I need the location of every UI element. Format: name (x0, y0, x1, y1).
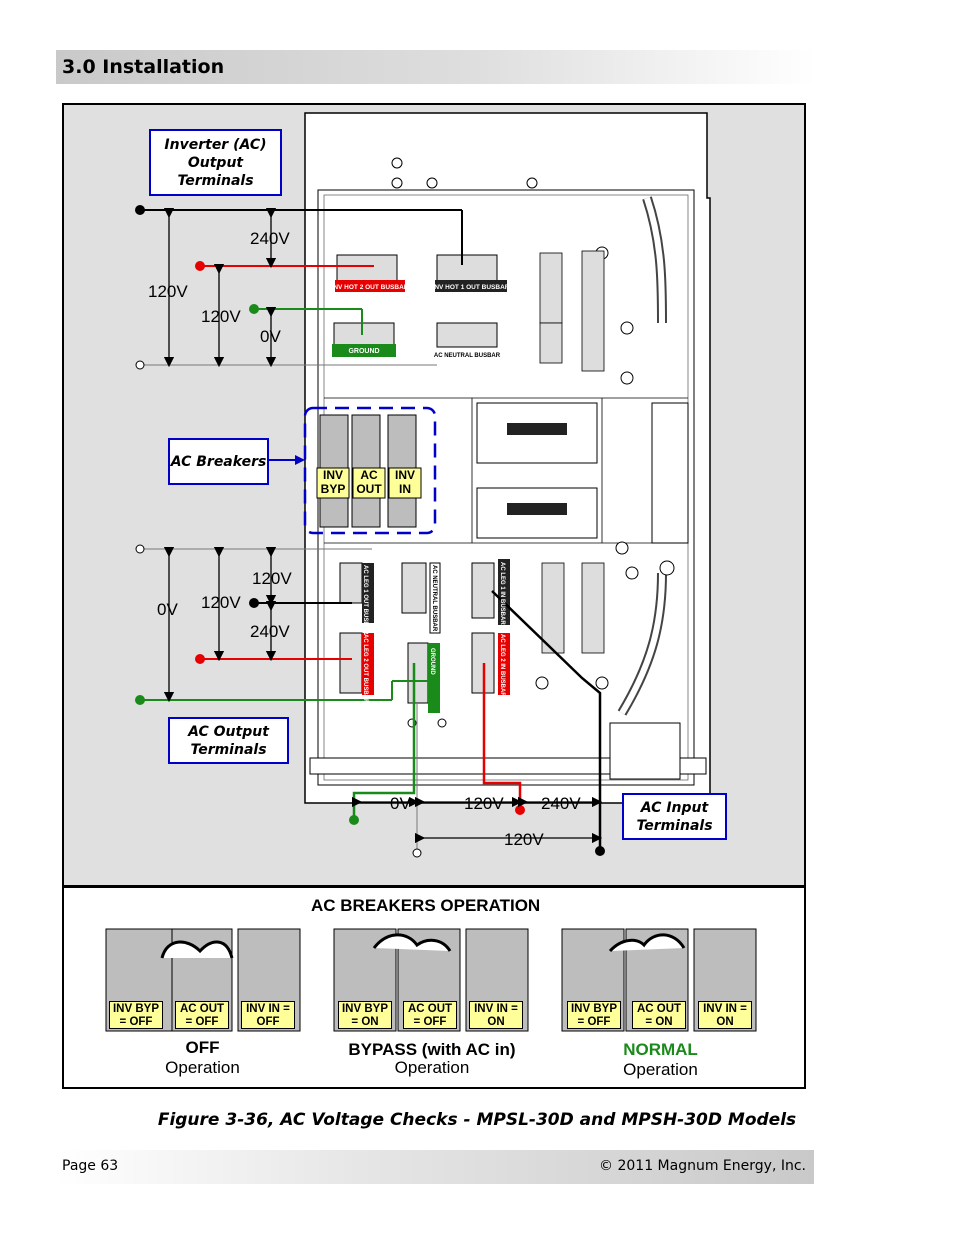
voltage-mid-240: 240V (250, 622, 290, 641)
breaker-group (303, 406, 437, 535)
op-normal-caption: NORMAL Operation (588, 1040, 733, 1080)
busbar-ground-bot-label: GROUND (429, 648, 435, 675)
ac-output-terminals-label: AC Output Terminals (168, 717, 289, 764)
busbar-neutral-top-label: AC NEUTRAL BUSBAR (434, 353, 501, 359)
busbar-ac-leg1-out-label: AC LEG 1 OUT BUSBAR (362, 565, 368, 635)
busbar-ac-leg1-out (339, 562, 374, 623)
busbar-hot2-out-label: INV HOT 2 OUT BUSBAR (332, 284, 409, 291)
breakers-operation-title: AC BREAKERS OPERATION (311, 896, 541, 915)
voltage-bot-0: 0V (390, 794, 411, 813)
busbar-neutral-top: AC NEUTRAL BUSBAR (434, 322, 501, 359)
ac-input-terminals-label: AC Input Terminals (622, 793, 727, 840)
op-normal-tag-ac-out: AC OUT = ON (632, 1001, 686, 1029)
busbar-ground-top: GROUND (332, 322, 396, 357)
page-number: Page 63 (62, 1158, 119, 1174)
busbar-ac-leg2-out (339, 632, 374, 695)
voltage-top-120-inner: 120V (201, 307, 241, 326)
copyright: © 2011 Magnum Energy, Inc. (599, 1158, 806, 1174)
op-bypass-caption: BYPASS (with AC in) Operation (322, 1040, 542, 1078)
op-off-name: OFF (185, 1038, 220, 1057)
busbar-ac-leg1-in (471, 559, 510, 625)
op-off-sub: Operation (165, 1058, 240, 1077)
voltage-top-120-outer: 120V (148, 282, 188, 301)
breaker-tag-ac-out (352, 467, 386, 499)
op-bypass-tag-inv-in: INV IN = ON (469, 1001, 523, 1029)
op-bypass-sub: Operation (394, 1058, 470, 1077)
busbar-hot1-out: INV HOT 1 OUT BUSBAR (433, 254, 510, 292)
busbar-neutral-bot-label: AC NEUTRAL BUSBAR (431, 565, 437, 632)
wiring-diagram: INV HOT 2 OUT BUSBAR INV HOT 1 OUT BUSBA… (105, 112, 757, 1032)
op-bypass-name: BYPASS (with AC in) (348, 1040, 516, 1059)
voltage-top-0: 0V (260, 327, 281, 346)
section-title: 3.0 Installation (62, 56, 225, 78)
busbar-neutral-bot (401, 562, 441, 634)
op-normal-name: NORMAL (623, 1040, 698, 1059)
voltage-bot-240: 240V (541, 794, 581, 813)
bottom-test-leads (349, 590, 605, 858)
op-off-tag-inv-byp: INV BYP = OFF (109, 1001, 163, 1029)
mid-test-leads (135, 544, 428, 705)
op-normal-tag-inv-in: INV IN = ON (698, 1001, 752, 1029)
voltage-mid-0: 0V (157, 600, 178, 619)
voltage-mid-120-b: 120V (201, 593, 241, 612)
voltage-bot-120: 120V (464, 794, 504, 813)
figure-caption: Figure 3-36, AC Voltage Checks - MPSL-30… (157, 1110, 797, 1130)
breaker-tag-inv-in (388, 467, 422, 499)
ac-breakers-label: AC Breakers (168, 438, 269, 485)
busbar-ac-leg2-out-label: AC LEG 2 OUT BUSBAR (362, 634, 368, 704)
breaker-tag-inv-in-label: INV IN (394, 468, 415, 496)
busbar-hot2-out: INV HOT 2 OUT BUSBAR (332, 254, 409, 292)
op-off-tag-inv-in: INV IN = OFF (241, 1001, 295, 1029)
op-bypass-tag-ac-out: AC OUT = OFF (403, 1001, 457, 1029)
busbar-ground-top-label: GROUND (348, 348, 379, 355)
voltage-top-240: 240V (250, 229, 290, 248)
op-off-caption: OFF Operation (130, 1038, 275, 1078)
busbar-ac-leg1-in-label: AC LEG 1 IN BUSBAR (499, 562, 505, 625)
breaker-tag-ac-out-label: AC OUT (356, 468, 382, 496)
op-off-tag-ac-out: AC OUT = OFF (175, 1001, 229, 1029)
inverter-output-terminals-label: Inverter (AC) Output Terminals (149, 129, 282, 196)
busbar-hot1-out-label: INV HOT 1 OUT BUSBAR (433, 284, 510, 291)
section-header-bar (56, 50, 816, 84)
op-normal-tag-inv-byp: INV BYP = OFF (567, 1001, 621, 1029)
busbar-ac-leg2-in-label: AC LEG 2 IN BUSBAR (499, 634, 505, 697)
voltage-bot-120-lower: 120V (504, 830, 544, 849)
top-test-leads (135, 205, 463, 370)
footer-bar (56, 1150, 814, 1184)
op-normal-sub: Operation (623, 1060, 698, 1079)
op-bypass-tag-inv-byp: INV BYP = ON (338, 1001, 392, 1029)
breaker-tag-inv-byp-label: INV BYP (320, 468, 346, 496)
voltage-mid-120-a: 120V (252, 569, 292, 588)
breaker-tag-inv-byp (316, 467, 350, 499)
